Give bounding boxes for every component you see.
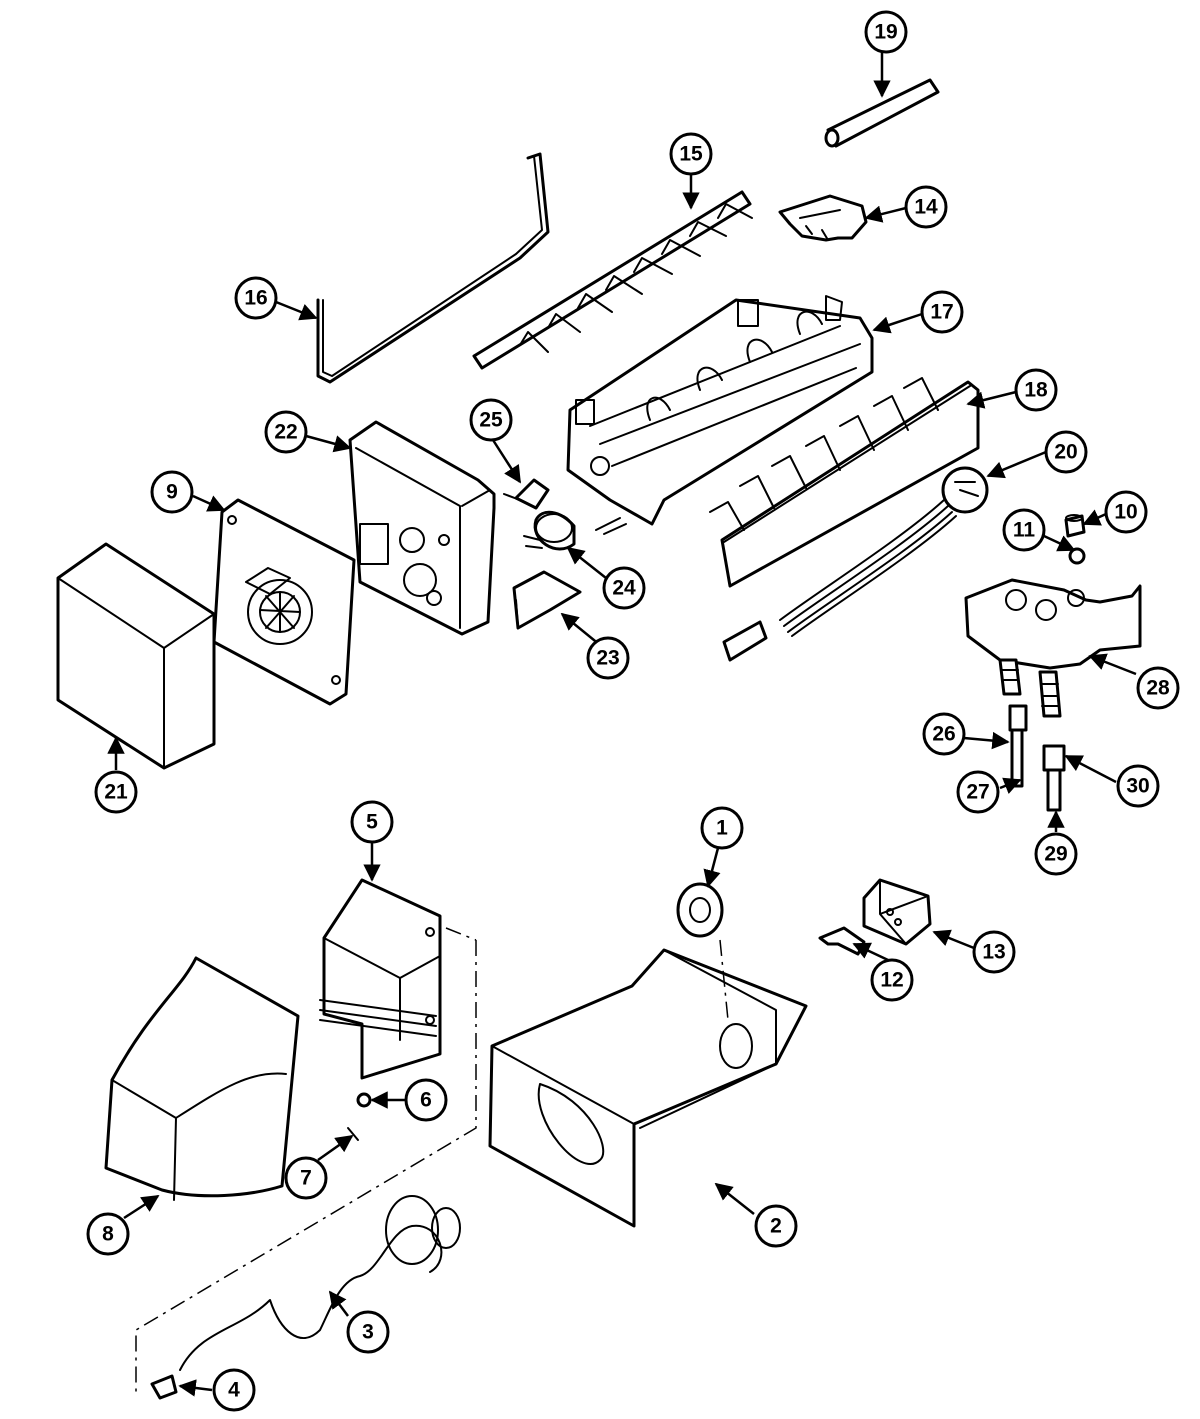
part-switch [862, 878, 932, 946]
svg-text:3: 3 [362, 1321, 374, 1344]
part-control-housing [348, 420, 496, 636]
svg-text:7: 7 [300, 1167, 312, 1190]
svg-text:8: 8 [102, 1223, 114, 1246]
svg-text:20: 20 [1054, 441, 1077, 464]
callout-12: 12 [870, 958, 914, 1002]
assembly-line [445, 927, 477, 941]
part-small-fitting [1068, 547, 1086, 565]
svg-text:5: 5 [366, 811, 378, 834]
callout-5: 5 [350, 800, 394, 844]
callout-11: 11 [1002, 508, 1046, 552]
part-fitting-left [1008, 704, 1028, 788]
callout-3: 3 [346, 1310, 390, 1354]
callout-22: 22 [264, 410, 308, 454]
part-stripper [709, 377, 980, 588]
svg-text:29: 29 [1044, 843, 1067, 866]
callout-26: 26 [922, 712, 966, 756]
callout-9: 9 [150, 470, 194, 514]
callout-19: 19 [864, 10, 908, 54]
part-ejector-shaft [472, 190, 753, 370]
svg-text:11: 11 [1013, 519, 1036, 542]
part-end-piece [150, 1374, 178, 1400]
part-cap [1064, 514, 1086, 538]
svg-text:4: 4 [228, 1379, 240, 1402]
callout-25: 25 [469, 398, 513, 442]
callout-10: 10 [1104, 490, 1148, 534]
svg-text:23: 23 [596, 647, 619, 670]
callout-8: 8 [86, 1212, 130, 1256]
part-thermostat [523, 510, 627, 551]
assembly-line [135, 940, 477, 1394]
svg-text:2: 2 [770, 1215, 782, 1238]
svg-text:22: 22 [274, 421, 297, 444]
svg-text:25: 25 [479, 409, 503, 432]
svg-text:19: 19 [874, 21, 897, 44]
svg-text:18: 18 [1024, 379, 1048, 402]
part-small-bracket [512, 570, 582, 630]
callout-24: 24 [602, 566, 646, 610]
svg-text:24: 24 [612, 577, 636, 600]
svg-text:1: 1 [716, 817, 728, 840]
callout-1: 1 [700, 806, 744, 850]
svg-text:21: 21 [104, 781, 128, 804]
part-front-cover [104, 956, 300, 1201]
callout-29: 29 [1034, 832, 1078, 876]
callout-2: 2 [754, 1204, 798, 1248]
callout-21: 21 [94, 770, 138, 814]
part-auger-motor [319, 878, 442, 1080]
part-bracket [778, 194, 868, 242]
callout-15: 15 [669, 132, 713, 176]
svg-text:26: 26 [932, 723, 955, 746]
part-ice-bucket [488, 948, 808, 1228]
part-clip [503, 478, 550, 510]
callout-7: 7 [284, 1156, 328, 1200]
part-water-valve [964, 578, 1142, 718]
svg-text:30: 30 [1126, 775, 1149, 798]
svg-text:9: 9 [166, 481, 178, 504]
callout-14: 14 [904, 185, 948, 229]
callout-28: 28 [1136, 666, 1180, 710]
callout-16: 16 [234, 276, 278, 320]
part-fitting-right [1042, 744, 1066, 812]
part-cover [56, 542, 216, 770]
svg-text:6: 6 [420, 1089, 432, 1112]
callout-27: 27 [956, 770, 1000, 814]
svg-text:27: 27 [966, 781, 989, 804]
part-auger [179, 1195, 461, 1371]
assembly-line [719, 939, 729, 1021]
callout-30: 30 [1116, 764, 1160, 808]
part-spring-clip [818, 926, 866, 956]
part-nut [356, 1092, 372, 1108]
callout-4: 4 [212, 1368, 256, 1412]
svg-text:15: 15 [679, 143, 703, 166]
part-mounting-plate [212, 498, 356, 706]
part-ice-mold [566, 295, 874, 526]
svg-text:28: 28 [1146, 677, 1170, 700]
part-wire-arm [316, 152, 550, 384]
leaders [107, 52, 1137, 1397]
svg-text:14: 14 [914, 196, 938, 219]
callout-6: 6 [404, 1078, 448, 1122]
svg-text:17: 17 [930, 301, 953, 324]
part-pin [347, 1127, 359, 1141]
callout-18: 18 [1014, 368, 1058, 412]
part-tube [824, 78, 940, 148]
part-bearing [676, 882, 724, 938]
callout-23: 23 [586, 636, 630, 680]
callout-13: 13 [972, 930, 1016, 974]
callout-17: 17 [920, 290, 964, 334]
svg-text:16: 16 [244, 287, 267, 310]
callout-20: 20 [1044, 430, 1088, 474]
part-wire-harness [722, 466, 989, 662]
svg-text:12: 12 [880, 969, 903, 992]
svg-text:13: 13 [982, 941, 1005, 964]
svg-text:10: 10 [1114, 501, 1137, 524]
